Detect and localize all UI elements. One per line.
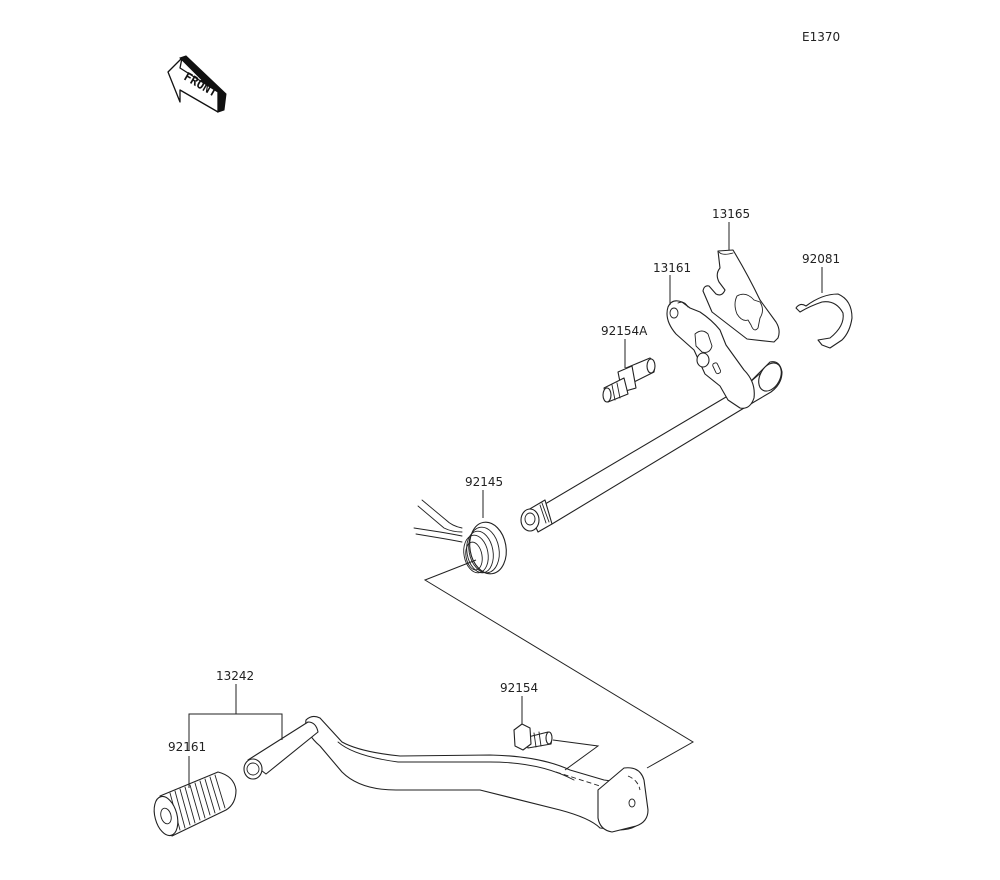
label-92161: 92161 bbox=[168, 740, 206, 754]
label-92145: 92145 bbox=[465, 475, 503, 489]
part-92154A-bolt[interactable] bbox=[602, 357, 656, 403]
part-92161-rubber[interactable] bbox=[150, 771, 237, 838]
shift-shaft[interactable] bbox=[520, 359, 786, 533]
assembly-line-spring bbox=[423, 559, 694, 769]
part-92081-clip[interactable] bbox=[795, 293, 853, 349]
label-13242: 13242 bbox=[216, 669, 254, 683]
assembly-line-bolt bbox=[552, 739, 600, 771]
part-92154-bolt[interactable] bbox=[513, 723, 553, 751]
label-92154A: 92154A bbox=[601, 324, 648, 338]
part-92145-spring[interactable] bbox=[413, 499, 510, 577]
part-13161-arm[interactable] bbox=[666, 300, 755, 409]
part-13242-shift-pedal[interactable] bbox=[243, 715, 649, 833]
label-92081: 92081 bbox=[802, 252, 840, 266]
label-92154: 92154 bbox=[500, 681, 538, 695]
part-13165-plate[interactable] bbox=[702, 249, 780, 343]
front-arrow-icon: FRONT bbox=[167, 55, 227, 113]
label-13161: 13161 bbox=[653, 261, 691, 275]
diagram-code: E1370 bbox=[802, 30, 840, 44]
label-13165: 13165 bbox=[712, 207, 750, 221]
